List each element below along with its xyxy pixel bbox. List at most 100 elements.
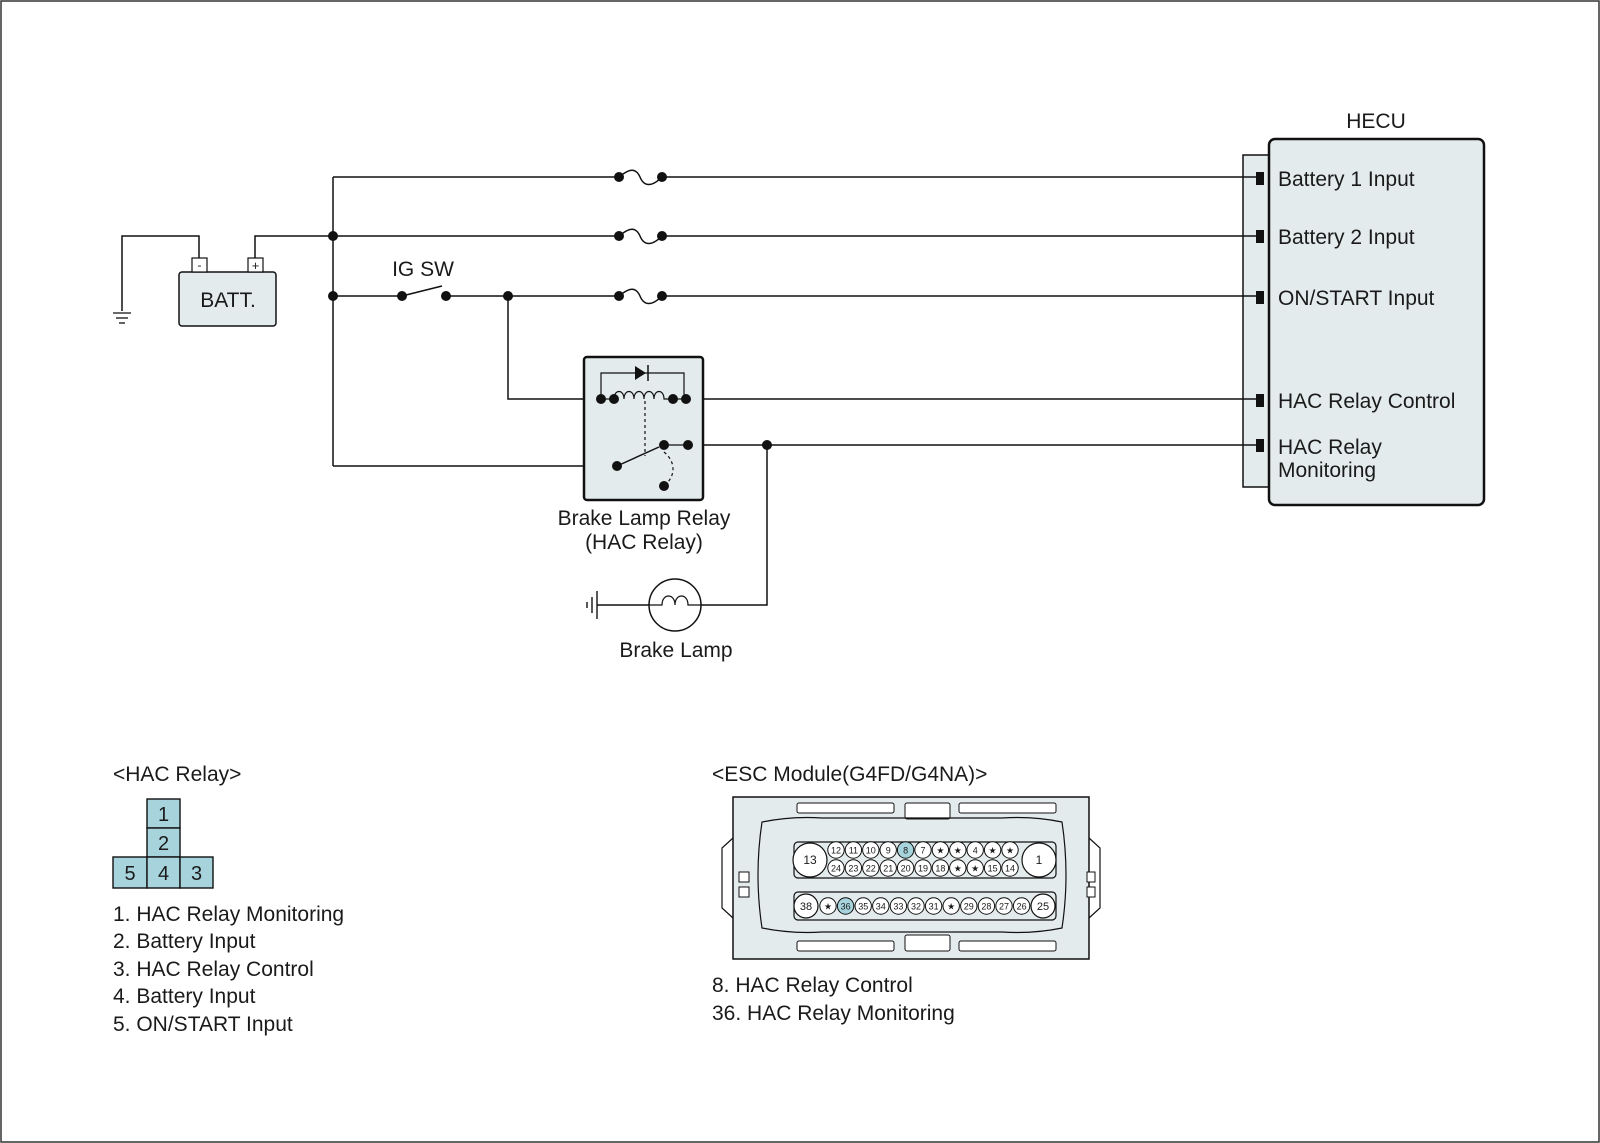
relay-diode-icon: [635, 366, 646, 380]
hecu-title: HECU: [1346, 110, 1406, 133]
hac-pin-5: 5: [124, 863, 135, 885]
esc-pin-label-row3-10: 27: [999, 902, 1009, 912]
esc-pin-label-row2-7: ★: [954, 864, 962, 874]
esc-pin-label-row3-11: 26: [1017, 902, 1027, 912]
esc-pin-row1-5: [914, 841, 932, 859]
fuse-3-icon: [614, 288, 667, 305]
esc-pin-row3-3: [872, 897, 890, 915]
esc-connector-title: <ESC Module(G4FD/G4NA)>: [712, 763, 987, 786]
hac-legend-4: 4. Battery Input: [113, 985, 256, 1008]
esc-pin-row1-2: [862, 841, 880, 859]
relay-box: [582, 355, 705, 502]
esc-pin-label-row3-9: 28: [981, 902, 991, 912]
esc-pin-row2-6: [931, 859, 950, 877]
esc-pin-label-row1-3: 9: [886, 846, 891, 856]
esc-pin-38: 38: [800, 901, 812, 913]
esc-pin-row2-3: [879, 859, 897, 877]
hac-pin-2: 2: [158, 833, 169, 855]
esc-pin-label-row2-1: 23: [848, 864, 858, 874]
esc-pin-row3-10: [995, 897, 1013, 915]
esc-pin-13: 13: [803, 853, 817, 867]
esc-pin-1: 1: [1036, 853, 1043, 867]
hecu-terminal-2: [1256, 230, 1264, 243]
esc-pin-label-row1-4: 8: [903, 846, 908, 856]
esc-pin-label-row1-5: 7: [920, 846, 925, 856]
esc-pin-row2-4: [896, 859, 915, 877]
hac-legend-2: 2. Battery Input: [113, 930, 256, 953]
esc-pin-25: 25: [1037, 901, 1049, 913]
hac-legend-3: 3. HAC Relay Control: [113, 958, 314, 981]
esc-pin-label-row3-5: 32: [911, 902, 921, 912]
esc-pin-label-row2-5: 19: [918, 864, 928, 874]
relay-coil-icon: [613, 390, 673, 400]
brake-lamp-relay: Brake Lamp Relay (HAC Relay): [558, 355, 731, 554]
relay-label-line1: Brake Lamp Relay: [558, 507, 731, 530]
hac-relay-connector: <HAC Relay> 1 2 5 4 3 1. HAC Relay Monit…: [112, 763, 344, 1036]
battery-neg-sign: -: [198, 258, 202, 272]
esc-pin-row1-8: [966, 841, 984, 859]
esc-pin-label-row2-10: 14: [1005, 864, 1015, 874]
esc-pin-label-row1-10: ★: [1006, 846, 1014, 856]
esc-pin-row3-6: [924, 897, 943, 915]
esc-legend-2: 36. HAC Relay Monitoring: [712, 1002, 955, 1025]
hac-connector-title: <HAC Relay>: [113, 763, 241, 786]
esc-pin-row3-8: [960, 897, 978, 915]
esc-pin-row3-0: [819, 897, 837, 915]
esc-legend-1: 8. HAC Relay Control: [712, 974, 913, 997]
esc-pin-label-row3-0: ★: [824, 902, 832, 912]
hecu-terminal-5: [1256, 439, 1264, 452]
ig-switch-label: IG SW: [392, 258, 454, 281]
esc-pin-label-row1-7: ★: [954, 846, 962, 856]
esc-pin-label-row2-4: 20: [901, 864, 911, 874]
esc-pin-label-row3-6: 31: [929, 902, 939, 912]
esc-pin-row2-2: [862, 859, 880, 877]
esc-pin-label-row3-3: 34: [876, 902, 886, 912]
esc-pin-row3-5: [907, 897, 925, 915]
esc-pin-label-row3-1: 36: [841, 902, 851, 912]
esc-pin-label-row2-0: 24: [831, 864, 841, 874]
ground-icon: [113, 312, 131, 324]
hecu-pin-hac-monitoring-2: Monitoring: [1278, 459, 1376, 482]
esc-pin-row2-8: [966, 859, 984, 877]
hac-pin-3: 3: [191, 863, 202, 885]
esc-pin-row1-6: [931, 841, 950, 859]
esc-pin-label-row3-7: ★: [947, 902, 955, 912]
esc-pin-row1-7: [949, 841, 967, 859]
esc-module-connector: <ESC Module(G4FD/G4NA)> 13 1 38 25 12: [712, 763, 1101, 1025]
esc-pin-row1-3: [879, 841, 897, 859]
esc-pin-label-row2-2: 22: [866, 864, 876, 874]
fuse-2-icon: [614, 228, 667, 245]
esc-pin-row2-9: [983, 859, 1002, 877]
wiring: IG SW: [328, 169, 1256, 606]
esc-pin-label-row3-2: 35: [858, 902, 868, 912]
esc-pin-label-row1-6: ★: [936, 846, 944, 856]
esc-pin-row1-1: [844, 841, 863, 859]
lamp-ground-icon: [586, 591, 598, 619]
esc-pin-row3-1: [836, 897, 855, 915]
lamp-label: Brake Lamp: [619, 639, 732, 662]
hecu-pin-battery2: Battery 2 Input: [1278, 226, 1415, 249]
esc-pin-row2-7: [949, 859, 967, 877]
esc-pin-row2-1: [844, 859, 863, 877]
esc-pin-label-row3-8: 29: [964, 902, 974, 912]
esc-pin-label-row3-4: 33: [893, 902, 903, 912]
hecu-pin-on-start: ON/START Input: [1278, 287, 1435, 310]
battery-body: [178, 271, 277, 327]
hecu-terminal-4: [1256, 394, 1264, 407]
esc-pin-label-row1-9: ★: [989, 846, 997, 856]
hecu-module: HECU Battery 1 Input Battery 2 Input ON/…: [1242, 110, 1486, 507]
battery-label: BATT.: [200, 289, 256, 312]
hecu-pin-hac-control: HAC Relay Control: [1278, 390, 1455, 413]
fuse-1-icon: [614, 169, 667, 186]
esc-pin-label-row2-9: 15: [988, 864, 998, 874]
esc-pin-row2-10: [1001, 859, 1019, 877]
esc-pin-row2-5: [914, 859, 932, 877]
esc-pin-label-row1-1: 11: [849, 846, 858, 856]
esc-pin-label-row2-3: 21: [883, 864, 893, 874]
esc-pin-label-row1-8: 4: [973, 846, 978, 856]
esc-pin-label-row1-0: 12: [831, 846, 841, 856]
hac-legend-1: 1. HAC Relay Monitoring: [113, 903, 344, 926]
hecu-terminal-1: [1256, 172, 1264, 185]
